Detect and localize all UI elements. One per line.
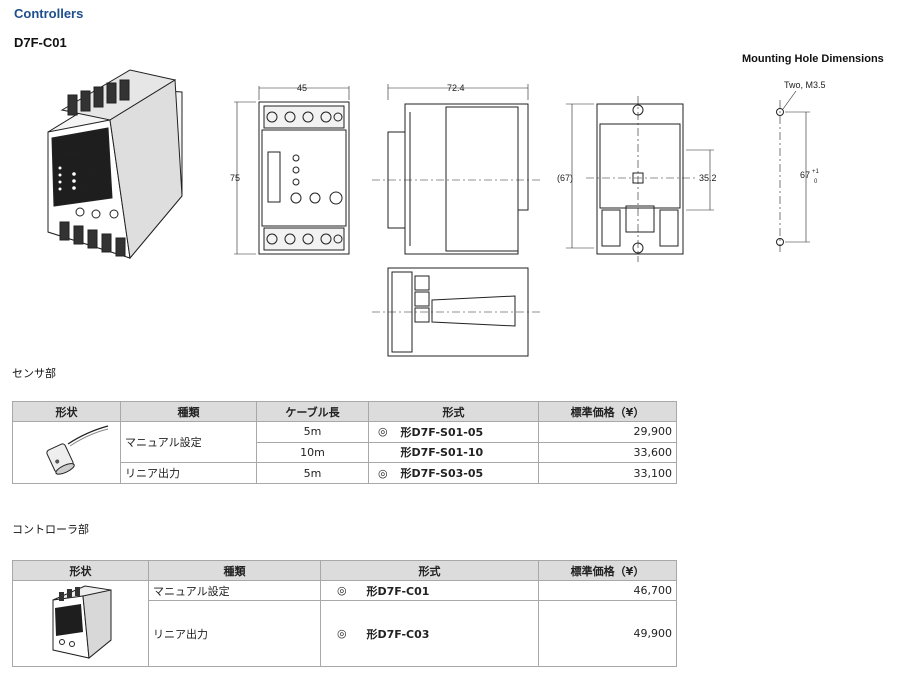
- mount-screw: Two, M3.5: [784, 80, 826, 90]
- column-header: 形状: [12, 401, 121, 422]
- mount-tol-lower: 0: [814, 179, 818, 185]
- mount-tol-upper: +1: [812, 169, 820, 175]
- sensor-model-cell: 形D7F-S01-05: [396, 421, 539, 443]
- controller-type-cell: リニア出力: [148, 600, 321, 667]
- column-header: 形式: [320, 560, 539, 581]
- model-title: D7F-C01: [14, 35, 67, 50]
- table-row: リニア出力 5m ◎ 形D7F-S03-05 33,100: [13, 462, 677, 484]
- controller-type-cell: マニュアル設定: [148, 580, 321, 601]
- standard-mark: ◎: [320, 600, 363, 667]
- sensor-type-cell: リニア出力: [120, 462, 257, 484]
- product-illustration: omron D7F-C01 POWER OUTPUT ERROR: [47, 69, 183, 260]
- side-view: [372, 84, 540, 255]
- dim-width: 45: [297, 83, 307, 93]
- table-row: リニア出力 ◎ 形D7F-C03 49,900: [13, 600, 677, 667]
- rear-view: [566, 96, 714, 262]
- controller-price-cell: 49,900: [538, 600, 677, 667]
- sensor-price-cell: 29,900: [538, 421, 677, 443]
- dim-height: 75: [230, 173, 240, 183]
- table-header-row: 形状 種類 ケーブル長 形式 標準価格（¥）: [12, 401, 677, 422]
- led-label-power: POWER: [80, 172, 95, 177]
- device-model-label: D7F-C01: [84, 150, 105, 156]
- dim-hole-height: (67): [557, 173, 573, 183]
- controller-table: 形状 種類 形式 標準価格（¥） マニュアル設定 ◎ 形D7F-C01: [12, 560, 677, 667]
- sensor-price-cell: 33,600: [538, 441, 677, 464]
- column-header: 形式: [368, 401, 539, 422]
- sensor-model-cell: 形D7F-S01-10: [396, 441, 539, 464]
- sensor-price-cell: 33,100: [538, 462, 677, 484]
- standard-mark: ◎: [368, 421, 397, 443]
- front-view: [234, 86, 350, 255]
- controller-section-heading: コントローラ部: [12, 523, 89, 536]
- table-header-row: 形状 種類 形式 標準価格（¥）: [12, 560, 677, 581]
- column-header: ケーブル長: [256, 401, 369, 422]
- technical-drawing: omron D7F-C01 POWER OUTPUT ERROR 45 75: [47, 69, 826, 357]
- table-row: マニュアル設定 ◎ 形D7F-C01 46,700: [12, 580, 677, 667]
- led-label-output: OUTPUT: [80, 179, 97, 184]
- mounting-hole-drawing: [776, 90, 810, 254]
- mounting-hole-title: Mounting Hole Dimensions: [742, 53, 884, 65]
- sensor-cable-cell: 10m: [256, 441, 369, 464]
- section-title: Controllers: [14, 6, 84, 21]
- column-header: 標準価格（¥）: [538, 401, 677, 422]
- controller-price-cell: 46,700: [538, 580, 677, 601]
- column-header: 種類: [120, 401, 257, 422]
- sensor-image-cell: [12, 421, 121, 484]
- standard-mark: [368, 441, 397, 464]
- led-label-error: ERROR: [80, 186, 95, 191]
- sensor-cable-cell: 5m: [256, 462, 369, 484]
- sensor-cable-cell: 5m: [256, 421, 369, 443]
- column-header: 標準価格（¥）: [538, 560, 677, 581]
- column-header: 種類: [148, 560, 321, 581]
- table-row: マニュアル設定 5m ◎ 形D7F-S01-05 29,900: [12, 420, 677, 484]
- sensor-model-cell: 形D7F-S03-05: [396, 462, 539, 484]
- mount-pitch: 67: [800, 170, 810, 180]
- top-view: [372, 267, 540, 357]
- controller-image-cell: [12, 580, 149, 667]
- device-brand: omron: [62, 150, 79, 156]
- controller-model-cell: 形D7F-C03: [362, 600, 539, 667]
- standard-mark: ◎: [368, 462, 397, 484]
- controller-product-image: [52, 585, 111, 659]
- standard-mark: ◎: [320, 580, 363, 601]
- dim-hole-inner: 35.2: [699, 173, 717, 183]
- controller-model-cell: 形D7F-C01: [362, 580, 539, 601]
- sensor-product-image: [45, 425, 108, 475]
- column-header: 形状: [12, 560, 149, 581]
- sensor-section-heading: センサ部: [12, 367, 56, 380]
- sensor-table: 形状 種類 ケーブル長 形式 標準価格（¥） マニュアル設定 5m: [12, 401, 677, 484]
- sensor-type-cell: マニュアル設定: [120, 420, 257, 464]
- dim-depth: 72.4: [447, 83, 465, 93]
